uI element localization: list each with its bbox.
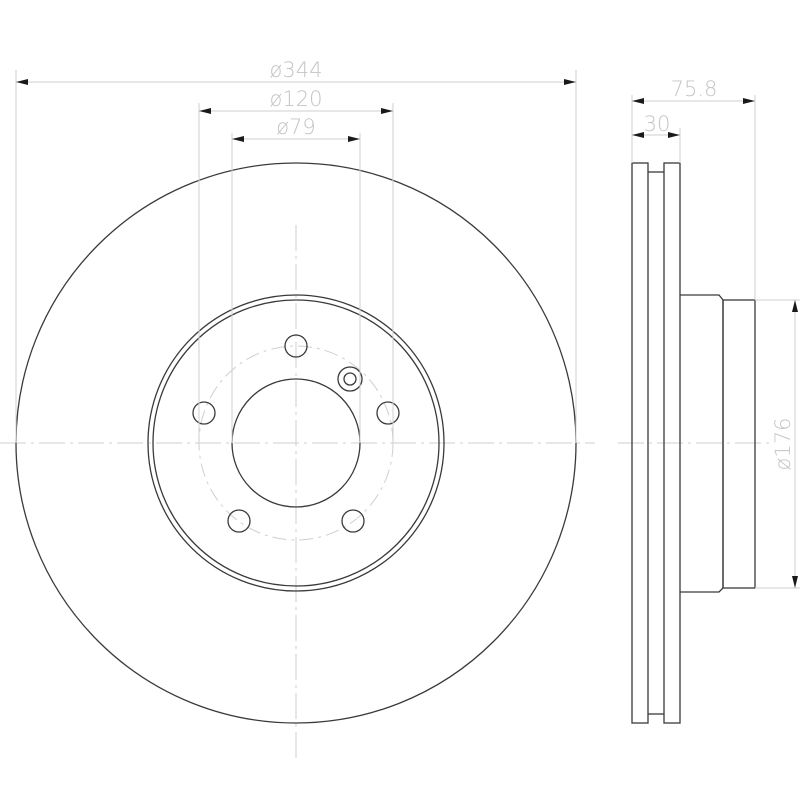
locating-hole-inner xyxy=(343,372,357,386)
label-hat-diameter: ø176 xyxy=(771,418,795,471)
bolt-hole-5 xyxy=(192,401,216,425)
dimension-30: 30 xyxy=(632,112,680,138)
side-view: 75.8 30 ø176 xyxy=(618,77,800,724)
bolt-hole-1 xyxy=(284,334,308,358)
label-overall-height: 75.8 xyxy=(671,77,718,101)
hat-flange xyxy=(722,299,756,589)
bolt-hole-3 xyxy=(341,509,365,533)
bolt-hole-2 xyxy=(376,401,400,425)
dimension-176: ø176 xyxy=(771,300,798,588)
dimension-75-8: 75.8 xyxy=(632,77,755,104)
locating-hole-outer xyxy=(337,366,363,392)
outer-friction-plate xyxy=(631,162,649,724)
hat-inner-ring xyxy=(152,299,440,587)
dimension-79: ø79 xyxy=(232,115,360,142)
label-thickness: 30 xyxy=(644,112,671,136)
label-bolt-circle: ø120 xyxy=(270,87,323,111)
label-outer-diameter: ø344 xyxy=(270,58,323,82)
bolt-hole-4 xyxy=(227,509,251,533)
hat-outer-ring xyxy=(147,294,445,592)
label-center-bore: ø79 xyxy=(276,115,316,139)
dimension-344: ø344 xyxy=(16,58,576,85)
front-view: ø344 ø120 ø79 xyxy=(0,58,595,760)
dimension-120: ø120 xyxy=(199,87,393,114)
inner-friction-plate xyxy=(663,162,681,724)
